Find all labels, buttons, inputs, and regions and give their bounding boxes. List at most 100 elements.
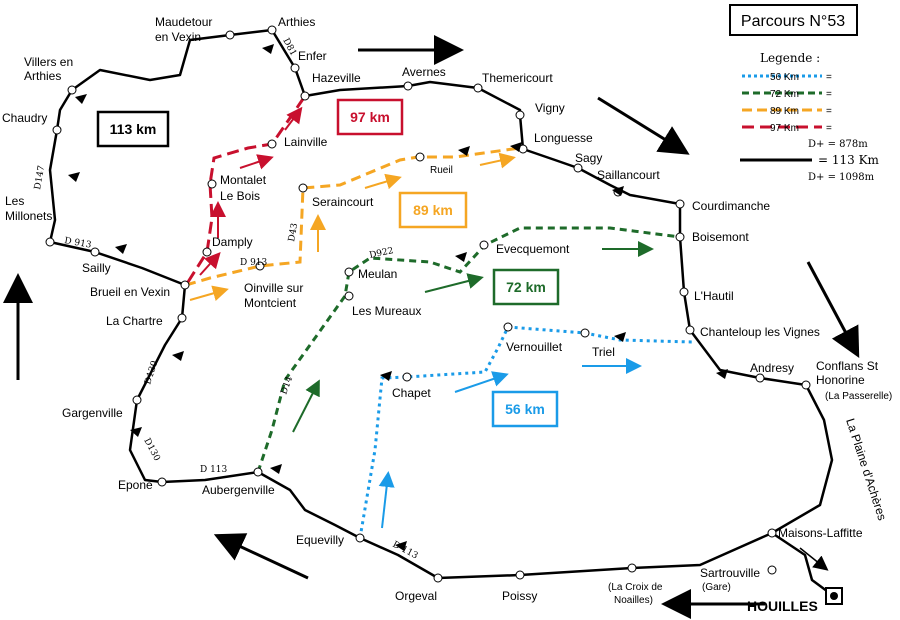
label-vigny: Vigny — [535, 101, 565, 115]
climb-markers — [68, 44, 728, 551]
label-rueil: Rueil — [430, 165, 453, 176]
road-d147: D147 — [33, 164, 47, 190]
legend-97-label: 97 Km — [770, 123, 799, 134]
label-enfer: Enfer — [298, 49, 327, 63]
svg-text:97 km: 97 km — [350, 109, 390, 125]
label-gargenville: Gargenville — [62, 406, 123, 420]
label-sagy: Sagy — [575, 151, 602, 165]
label-chaudry: Chaudry — [2, 111, 47, 125]
svg-text:Le Bois: Le Bois — [220, 189, 260, 203]
label-oinville: Oinville sur — [244, 281, 303, 295]
road-d113-west: D 113 — [200, 465, 228, 475]
label-meulan: Meulan — [358, 267, 397, 281]
label-chanteloup: Chanteloup les Vignes — [700, 325, 820, 339]
label-lhautil: L'Hautil — [694, 289, 734, 303]
label-maudetour: Maudetour — [155, 15, 212, 29]
svg-text:=: = — [826, 89, 832, 100]
label-houilles: HOUILLES — [747, 598, 818, 614]
road-d922: D922 — [369, 246, 395, 261]
svg-text:=: = — [826, 106, 832, 117]
distance-box-113: 113 km — [96, 110, 170, 148]
label-longuesse: Longuesse — [534, 131, 593, 145]
label-epone: Epone — [118, 478, 153, 492]
label-maisons-laffitte: Maisons-Laffitte — [778, 526, 863, 540]
route-72km — [256, 226, 681, 473]
road-d43: D43 — [287, 222, 300, 242]
legend-56-label: 56 Km — [770, 72, 799, 83]
label-vernouillet: Vernouillet — [506, 340, 563, 354]
svg-text:113 km: 113 km — [110, 121, 157, 137]
legend: Legende : 56 Km = 72 Km = 89 Km = 97 Km … — [740, 51, 880, 183]
svg-text:Noailles): Noailles) — [614, 595, 653, 606]
svg-text:Millonets: Millonets — [5, 209, 52, 223]
route-97km — [186, 95, 307, 283]
road-d913-east: D 913 — [240, 258, 268, 268]
distance-box-56: 56 km — [491, 390, 559, 428]
svg-text:Arthies: Arthies — [24, 69, 61, 83]
label-millonets: Les — [5, 194, 24, 208]
label-andresy: Andresy — [750, 361, 794, 375]
label-brueil: Brueil en Vexin — [90, 285, 170, 299]
loop-direction-arrows — [2, 35, 860, 619]
distance-box-97: 97 km — [336, 98, 404, 136]
label-orgeval: Orgeval — [395, 589, 437, 603]
label-lachartre: La Chartre — [106, 314, 163, 328]
label-croix-noailles: (La Croix de — [608, 582, 663, 593]
houilles-start-marker — [825, 587, 843, 605]
map-title: Parcours N°53 — [741, 13, 845, 30]
label-villers: Villers en — [24, 55, 73, 69]
title-box: Parcours N°53 — [729, 4, 858, 36]
label-arthies: Arthies — [278, 15, 315, 29]
route-113km — [48, 28, 836, 599]
label-plaine-acheres: La Plaine d'Achères — [843, 417, 889, 522]
label-themericourt: Themericourt — [482, 71, 553, 85]
route-56km — [358, 325, 693, 539]
svg-text:(Gare): (Gare) — [702, 582, 731, 593]
label-sailly: Sailly — [82, 261, 111, 275]
legend-heading: Legende : — [760, 51, 820, 65]
route-89km — [185, 146, 521, 287]
legend-89-label: 89 Km — [770, 106, 799, 117]
svg-text:=: = — [826, 123, 832, 134]
road-d130-south: D130 — [141, 437, 161, 463]
label-equevilly: Equevilly — [296, 533, 344, 547]
label-damply: Damply — [212, 235, 253, 249]
label-avernes: Avernes — [402, 65, 446, 79]
svg-text:Montcient: Montcient — [244, 296, 297, 310]
label-sartrouville: Sartrouville — [700, 566, 760, 580]
legend-elev-main: D+ = 1098m — [808, 172, 875, 183]
svg-text:Honorine: Honorine — [816, 373, 865, 387]
svg-text:72 km: 72 km — [506, 279, 546, 295]
label-saillancourt: Saillancourt — [597, 168, 660, 182]
label-courdimanche: Courdimanche — [692, 199, 770, 213]
road-d130-north: D130 — [143, 359, 160, 386]
label-lainville: Lainville — [284, 135, 328, 149]
distance-box-72: 72 km — [492, 268, 560, 306]
label-boisemont: Boisemont — [692, 230, 749, 244]
svg-text:=: = — [826, 72, 832, 83]
direction-arrows — [189, 106, 654, 529]
svg-text:89 km: 89 km — [413, 202, 453, 218]
label-triel: Triel — [592, 345, 615, 359]
place-labels: Maudetour en Vexin Arthies Enfer Villers… — [2, 15, 892, 614]
legend-72-label: 72 Km — [770, 89, 799, 100]
svg-text:(La Passerelle): (La Passerelle) — [825, 391, 892, 402]
svg-text:en Vexin: en Vexin — [155, 30, 201, 44]
label-evecquemont: Evecquemont — [496, 242, 570, 256]
svg-text:56 km: 56 km — [505, 401, 545, 417]
town-markers — [45, 25, 811, 583]
label-montalet: Montalet — [220, 173, 267, 187]
label-chapet: Chapet — [392, 386, 431, 400]
label-aubergenville: Aubergenville — [202, 483, 275, 497]
label-conflans: Conflans St — [816, 359, 879, 373]
road-d913-west: D 913 — [63, 236, 92, 251]
label-hazeville: Hazeville — [312, 71, 361, 85]
label-seraincourt: Seraincourt — [312, 195, 374, 209]
legend-elev-short: D+ = 878m — [808, 139, 868, 150]
distance-box-89: 89 km — [398, 191, 468, 229]
label-mureaux: Les Mureaux — [352, 304, 421, 318]
road-d14: D14 — [279, 375, 295, 396]
label-poissy: Poissy — [502, 589, 537, 603]
legend-113-label: = 113 Km — [818, 153, 880, 167]
